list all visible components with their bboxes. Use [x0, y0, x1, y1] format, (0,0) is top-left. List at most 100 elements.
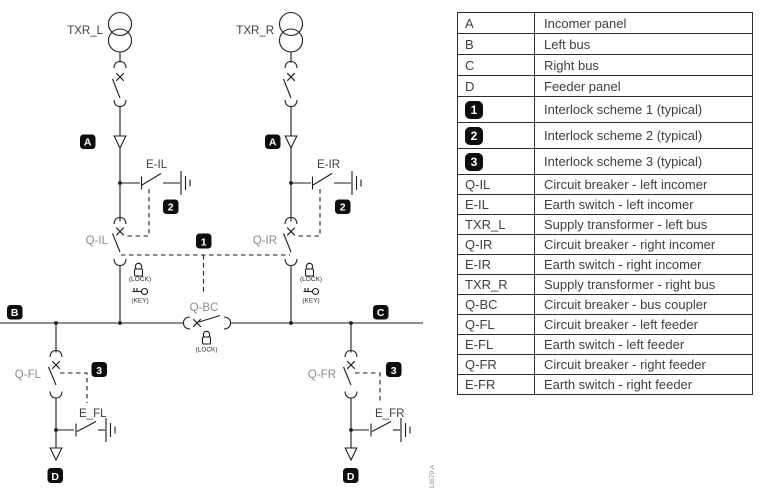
q-ir-key-label: (KEY) [302, 298, 319, 305]
q-bc-label: Q-BC [190, 302, 219, 314]
legend-desc: Incomer panel [534, 12, 753, 34]
legend-key: Q-IL [457, 174, 535, 195]
busbar: B C [0, 305, 423, 325]
padlock-icon-q-il [133, 262, 144, 277]
left-feeder: Q-FL 3 E_FL [15, 323, 116, 483]
legend-desc: Circuit breaker - left feeder [534, 314, 753, 335]
incomer-panel-badge-left: A [80, 134, 96, 149]
transformer-right-label: TXR_R [236, 25, 274, 37]
earth-icon-e-fr [400, 418, 411, 442]
q-fr-label: Q-FR [308, 369, 336, 381]
legend-key: E-IL [457, 194, 535, 215]
legend-desc: Interlock scheme 1 (typical) [534, 96, 753, 123]
legend-key: 3 [457, 148, 535, 175]
q-il-label: Q-IL [86, 235, 109, 247]
legend-desc: Earth switch - right incomer [534, 254, 753, 275]
earth-icon-e-ir [351, 171, 362, 195]
q-il-lock-label: (LOCK) [129, 276, 151, 283]
table-row: 1 Interlock scheme 1 (typical) [457, 96, 753, 123]
svg-text:3: 3 [391, 365, 397, 377]
legend-desc: Supply transformer - left bus [534, 214, 753, 235]
earth-switch-e-fl: E_FL [54, 408, 116, 442]
legend-desc: Left bus [534, 33, 753, 55]
interlock-2-link-right [295, 189, 321, 237]
transformer-left-label: TXR_L [67, 25, 103, 37]
svg-text:D: D [51, 471, 59, 483]
key-icon-q-ir [303, 287, 320, 296]
padlock-icon-q-ir [304, 262, 315, 277]
right-incomer: TXR_R A [236, 11, 304, 222]
interlock-1-table-badge: 1 [465, 100, 483, 119]
breaker-q-fl-icon [47, 349, 63, 399]
legend-desc: Circuit breaker - right incomer [534, 234, 753, 255]
q-il-key-label: (KEY) [131, 298, 148, 305]
interlock-3-table-badge: 3 [465, 152, 483, 171]
interlock-3-badge-right: 3 [386, 362, 402, 377]
q-ir-lock-label: (LOCK) [300, 276, 322, 283]
breaker-q-il: Q-IL (LOCK) (KEY) [86, 216, 151, 323]
svg-text:1: 1 [201, 236, 207, 248]
right-feeder: Q-FR 3 E_FR [308, 323, 411, 483]
legend-key: C [457, 54, 535, 76]
single-line-diagram: TXR_L A [0, 11, 436, 489]
legend-key: 1 [457, 96, 535, 123]
legend-key: E-IR [457, 254, 535, 275]
transformer-right-icon [278, 11, 304, 53]
earth-icon-e-il [180, 171, 191, 195]
legend-desc: Feeder panel [534, 75, 753, 97]
legend-desc: Right bus [534, 54, 753, 76]
feeder-panel-badge-left: D [47, 468, 63, 483]
interlock-1-badge: 1 [196, 233, 212, 249]
q-fl-label: Q-FL [15, 369, 42, 381]
interlock-2-link-left [124, 189, 150, 237]
feeder-panel-badge-right: D [343, 468, 359, 483]
legend-desc: Supply transformer - right bus [534, 274, 753, 295]
svg-text:3: 3 [96, 365, 102, 377]
interlock-1: 1 [121, 233, 290, 293]
left-bus-badge: B [7, 305, 23, 320]
legend-desc: Earth switch - left feeder [534, 334, 753, 355]
legend-key: Q-FR [457, 354, 535, 375]
legend-desc: Circuit breaker - bus coupler [534, 294, 753, 315]
legend-key: TXR_R [457, 274, 535, 295]
legend-desc: Circuit breaker - right feeder [534, 354, 753, 375]
legend-desc: Circuit breaker - left incomer [534, 174, 753, 195]
interlock-2-table-badge: 2 [465, 126, 483, 145]
panel-entry-arrow-right-incomer [284, 135, 298, 150]
e-fl-label: E_FL [79, 408, 107, 420]
legend-key: B [457, 33, 535, 55]
legend-key: Q-FL [457, 314, 535, 335]
e-il-label: E-IL [146, 159, 168, 171]
svg-text:C: C [377, 307, 385, 319]
q-ir-label: Q-IR [253, 235, 277, 247]
legend-key: E-FL [457, 334, 535, 355]
legend-key: Q-BC [457, 294, 535, 315]
q-bc-lock-label: (LOCK) [195, 347, 217, 354]
svg-text:2: 2 [168, 202, 174, 214]
earth-switch-e-ir: E-IR 2 [289, 159, 362, 237]
padlock-icon-q-bc [201, 330, 212, 345]
panel-exit-arrow-right-feeder [344, 447, 358, 462]
figure-reference: 13679.A [429, 464, 436, 489]
e-fr-label: E_FR [375, 408, 404, 420]
svg-text:D: D [347, 471, 355, 483]
e-ir-label: E-IR [317, 159, 340, 171]
svg-text:A: A [269, 137, 277, 149]
panel-entry-arrow-left-incomer [113, 135, 127, 150]
key-icon-q-il [132, 287, 149, 296]
interlock-3-link-left [60, 372, 88, 403]
